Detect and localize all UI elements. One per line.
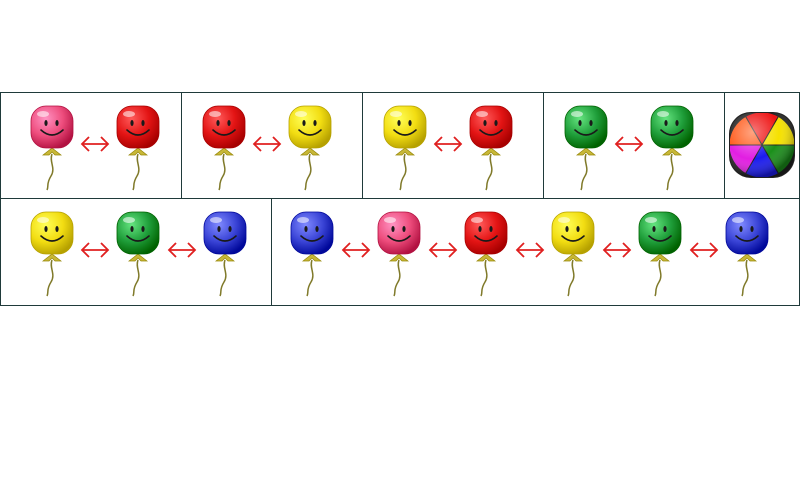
balloon[interactable] bbox=[115, 210, 161, 298]
balloon[interactable] bbox=[724, 210, 770, 298]
balloon[interactable] bbox=[201, 104, 247, 192]
color-wheel-icon[interactable] bbox=[727, 110, 797, 180]
balloon[interactable] bbox=[649, 104, 695, 192]
swap-arrow-icon bbox=[80, 134, 110, 154]
balloon[interactable] bbox=[468, 104, 514, 192]
swap-arrow-icon bbox=[80, 240, 110, 260]
swap-arrow-icon bbox=[252, 134, 282, 154]
swap-arrow-icon bbox=[428, 240, 458, 260]
balloon[interactable] bbox=[287, 104, 333, 192]
chain-panel-2 bbox=[271, 198, 800, 306]
swap-arrow-icon bbox=[602, 240, 632, 260]
balloon[interactable] bbox=[29, 104, 75, 192]
balloon[interactable] bbox=[289, 210, 335, 298]
balloon[interactable] bbox=[376, 210, 422, 298]
balloon[interactable] bbox=[463, 210, 509, 298]
balloon[interactable] bbox=[637, 210, 683, 298]
swap-arrow-icon bbox=[341, 240, 371, 260]
swap-arrow-icon bbox=[689, 240, 719, 260]
swap-arrow-icon bbox=[614, 134, 644, 154]
balloon[interactable] bbox=[563, 104, 609, 192]
balloon[interactable] bbox=[202, 210, 248, 298]
balloon[interactable] bbox=[115, 104, 161, 192]
balloon[interactable] bbox=[29, 210, 75, 298]
balloon[interactable] bbox=[382, 104, 428, 192]
balloon[interactable] bbox=[550, 210, 596, 298]
swap-arrow-icon bbox=[433, 134, 463, 154]
swap-arrow-icon bbox=[167, 240, 197, 260]
swap-arrow-icon bbox=[515, 240, 545, 260]
